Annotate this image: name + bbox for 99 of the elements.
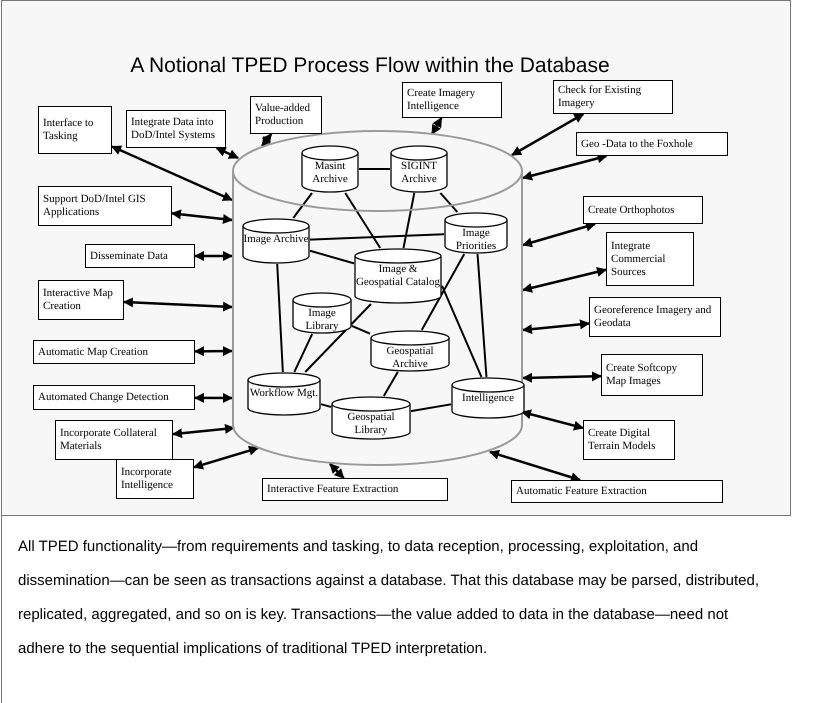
process-box (402, 82, 502, 118)
double-arrow (522, 371, 602, 383)
double-arrow (430, 117, 442, 135)
database-cylinder (242, 218, 310, 264)
connector-line (420, 254, 466, 330)
process-box (553, 80, 673, 114)
process-box (589, 297, 721, 337)
connector-line (402, 192, 416, 248)
database-cylinder (292, 292, 352, 334)
connector-line (320, 403, 332, 408)
database-cylinder (247, 372, 321, 416)
double-arrow (193, 446, 259, 470)
connector-line (344, 192, 382, 249)
node-label: Image Priorities (454, 227, 498, 253)
node-label: Image Library (304, 307, 340, 333)
process-box (38, 106, 112, 154)
connector-line (410, 403, 452, 412)
database-cylinder (301, 145, 359, 193)
process-box (85, 244, 195, 268)
connector-line (293, 334, 314, 372)
node-label: Incorporate Collateral Materials (60, 427, 158, 453)
database-cylinder (444, 212, 508, 254)
node-label: Disseminate Data (90, 250, 169, 262)
node-label: Create Digital Terrain Models (588, 427, 656, 453)
node-label: Intelligence (461, 392, 515, 405)
database-cylinder (354, 248, 442, 304)
double-arrow (522, 319, 590, 334)
diagram-title: A Notional TPED Process Flow within the Database (129, 53, 611, 79)
double-arrow (194, 392, 233, 403)
node-label: Geo -Data to the Foxhole (581, 138, 694, 150)
node-label: Geospatial Archive (385, 345, 435, 371)
double-arrow (522, 222, 596, 248)
process-box (116, 459, 194, 499)
node-label: Integrate Commercial Sources (611, 240, 666, 278)
process-box (606, 232, 694, 286)
database-cylinder (331, 396, 411, 440)
node-label: Create Imagery Intelligence (407, 87, 476, 113)
double-arrow (261, 133, 272, 147)
node-label: Geospatial Library (346, 411, 396, 437)
connector-line (382, 372, 399, 396)
node-label: Interface to Tasking (43, 117, 94, 143)
caption: All TPED functionality—from requirements and tasking, to data reception, processing, exploitation, and dissemination—can be seen as transactions against a database. That this database may be parsed, distributed, replicated, aggregated, and so on is key. Transactions—the value added to data in the database—need not adhere to the sequential implications of traditional TPED interpretation. (18, 537, 760, 659)
double-arrow (172, 424, 235, 438)
node-label: Support DoD/Intel GIS Applications (43, 193, 147, 219)
connector-line (352, 325, 370, 335)
process-box (601, 354, 703, 396)
node-label: Create Softcopy Map Images (606, 362, 678, 388)
connector-line (310, 250, 354, 264)
double-arrow (194, 346, 233, 356)
node-label: Masint Archive (311, 160, 349, 186)
process-box (576, 132, 728, 156)
process-box (33, 340, 195, 364)
node-label: Image Archive (242, 233, 310, 246)
process-box (38, 186, 172, 226)
database-cylinder (232, 130, 523, 466)
process-box (250, 96, 322, 134)
node-label: Check for Existing Imagery (558, 84, 642, 110)
connector-line (304, 303, 372, 373)
node-label: Image & Geospatial Catalog (354, 263, 441, 289)
database-cylinder (370, 330, 450, 372)
node-label: Interactive Map Creation (43, 287, 114, 313)
connector-line (292, 192, 313, 219)
connector-line (441, 285, 482, 378)
process-box (38, 280, 124, 320)
connector-line (440, 192, 458, 213)
connector-line (476, 254, 488, 378)
process-box (583, 420, 675, 460)
node-label: Georeference Imagery and Geodata (594, 304, 712, 330)
double-arrow (171, 209, 233, 224)
node-label: Automatic Feature Extraction (516, 485, 648, 498)
node-label: Integrate Data into DoD/Intel Systems (131, 116, 216, 142)
node-label: Automatic Map Creation (38, 346, 149, 358)
double-arrow (511, 112, 584, 156)
double-arrow (489, 450, 581, 482)
process-box (55, 420, 173, 460)
double-arrow (521, 409, 584, 431)
process-box (262, 478, 448, 501)
double-arrow (329, 463, 345, 479)
process-box (33, 385, 195, 410)
node-label: Value-added Production (255, 102, 311, 128)
node-label: Interactive Feature Extraction (267, 483, 400, 496)
double-arrow (216, 146, 239, 160)
node-label: Incorporate Intelligence (121, 466, 174, 492)
connector-line (276, 264, 284, 372)
node-label: Automated Change Detection (38, 391, 170, 404)
double-arrow (111, 145, 233, 202)
double-arrow (522, 267, 607, 293)
database-cylinder (451, 377, 525, 419)
node-label: Workflow Mgt. (248, 387, 320, 400)
double-arrow (194, 251, 233, 261)
database-cylinder (390, 145, 448, 193)
double-arrow (123, 297, 233, 312)
process-box (511, 480, 723, 503)
process-box (583, 196, 703, 224)
node-label: SIGINT Archive (400, 160, 438, 186)
process-box (126, 110, 226, 148)
connector-line (359, 168, 390, 170)
connector-line (310, 233, 444, 241)
node-label: Create Orthophotos (588, 204, 676, 216)
